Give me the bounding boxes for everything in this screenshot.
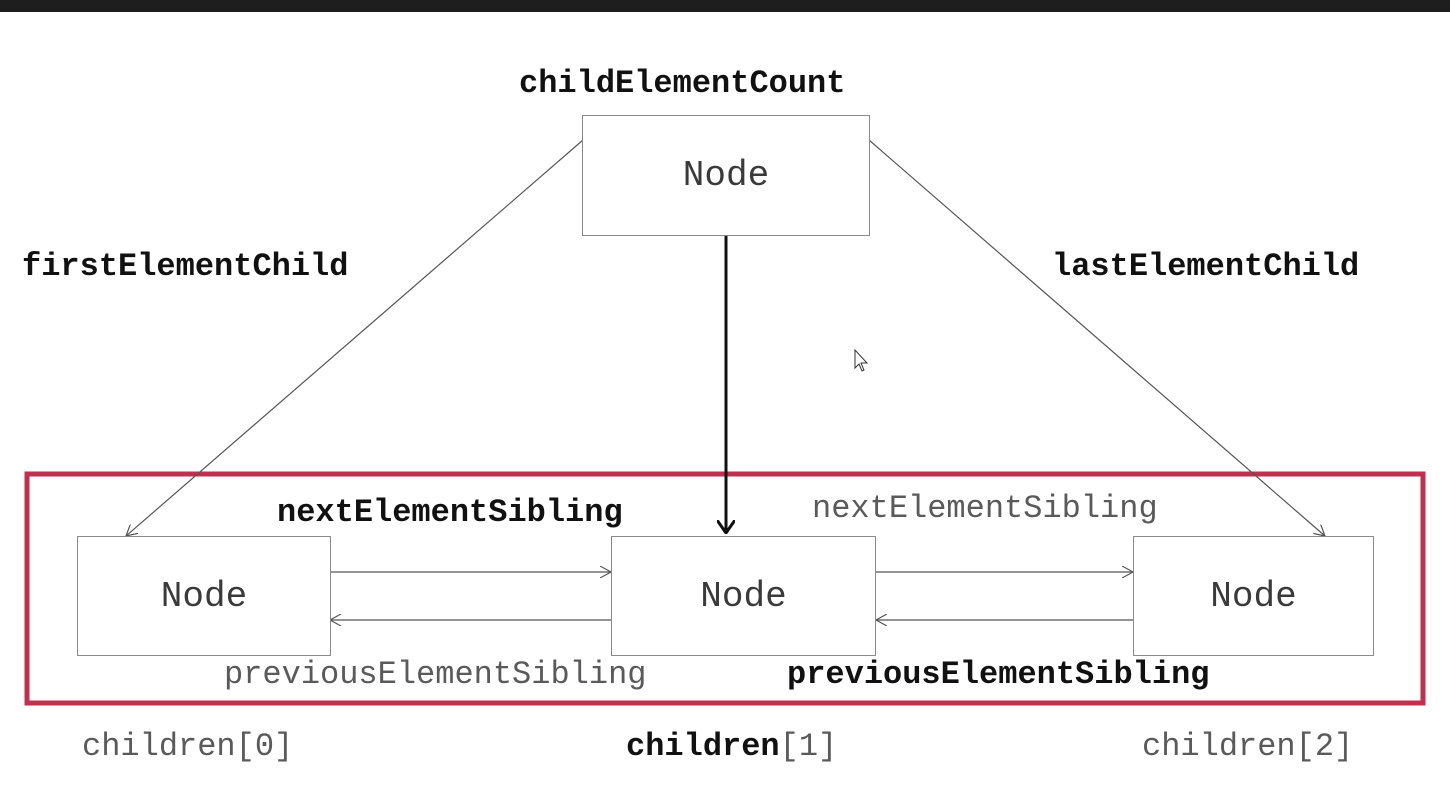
first-element-child-label: firstElementChild bbox=[22, 248, 349, 285]
mouse-pointer-icon bbox=[854, 348, 869, 372]
child-node-2: Node bbox=[1133, 536, 1374, 656]
child-node-1: Node bbox=[611, 536, 876, 656]
children-index-1-label: children[1] bbox=[626, 731, 837, 763]
last-element-child-label: lastElementChild bbox=[1052, 248, 1360, 285]
child-element-count-label: childElementCount bbox=[519, 65, 846, 102]
previous-element-sibling-label-1: previousElementSibling bbox=[787, 656, 1210, 693]
parent-node: Node bbox=[582, 115, 870, 236]
child-node-2-label: Node bbox=[1210, 575, 1297, 617]
top-bar bbox=[0, 0, 1450, 12]
parent-node-label: Node bbox=[682, 155, 770, 196]
children-property-name: children bbox=[626, 728, 780, 765]
next-element-sibling-label-0: nextElementSibling bbox=[277, 494, 623, 531]
last-element-child-edge bbox=[868, 139, 1325, 536]
child-node-0-label: Node bbox=[160, 575, 248, 617]
children-index-1-suffix: [1] bbox=[779, 728, 838, 765]
children-index-2-label: children[2] bbox=[1142, 728, 1354, 765]
child-node-1-label: Node bbox=[700, 575, 787, 617]
first-element-child-edge bbox=[126, 139, 584, 536]
children-index-0-label: children[0] bbox=[82, 728, 294, 765]
previous-element-sibling-label-0: previousElementSibling bbox=[224, 656, 647, 693]
next-element-sibling-label-1: nextElementSibling bbox=[812, 490, 1158, 527]
child-node-0: Node bbox=[77, 536, 331, 656]
